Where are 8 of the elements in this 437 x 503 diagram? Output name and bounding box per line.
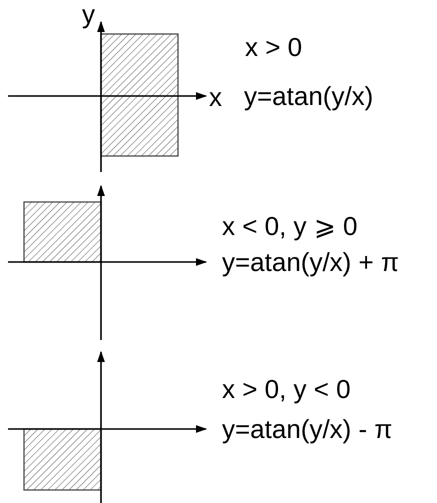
axis-label: x <box>209 82 222 112</box>
condition-text: x < 0, y ⩾ 0 <box>222 211 358 241</box>
condition-text: x > 0 <box>245 32 302 62</box>
formula-text: y=atan(y/x) + π <box>222 247 399 277</box>
formula-text: y=atan(y/x) - π <box>222 414 392 444</box>
formula-text: y=atan(y/x) <box>244 81 374 111</box>
axis-label: y <box>82 0 95 29</box>
condition-text: x > 0, y < 0 <box>222 374 351 404</box>
